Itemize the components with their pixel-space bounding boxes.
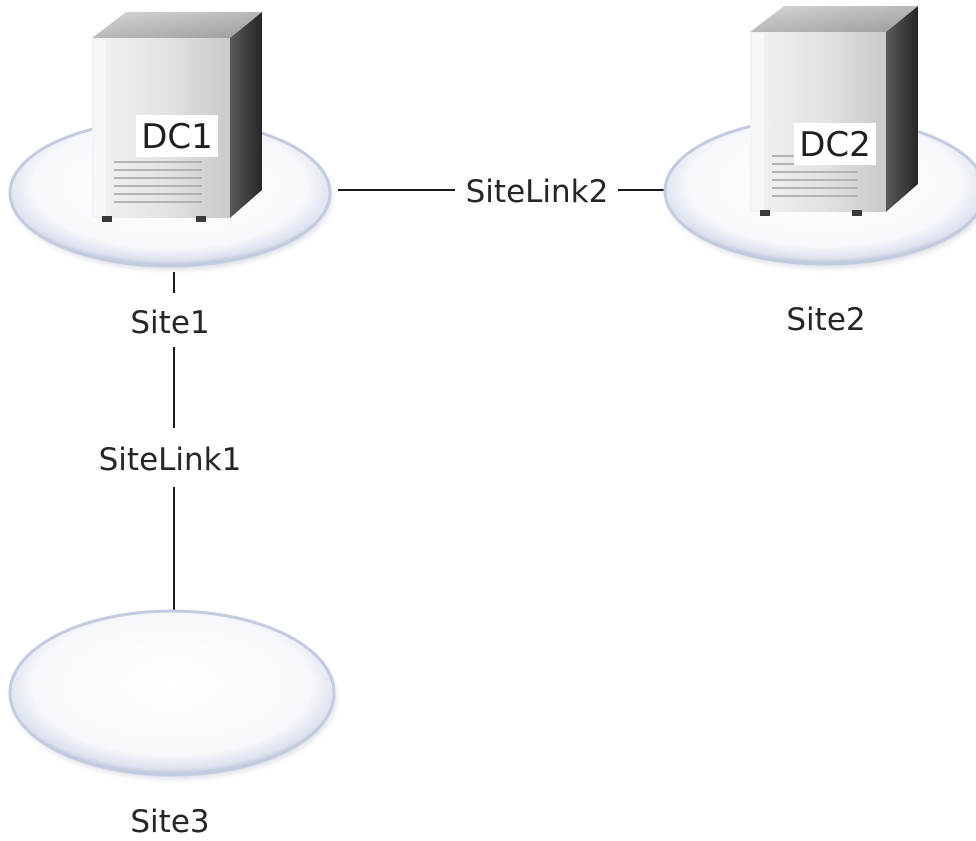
site1-label: Site1 [130,305,209,341]
site3-label: Site3 [130,804,209,840]
connector-lines [173,189,664,610]
site1-node: DC1 Site1 [8,12,332,341]
dc1-label: DC1 [141,117,213,157]
dc2-label: DC2 [799,125,871,165]
dc1-label-bg [136,115,218,157]
site3-node: Site3 [8,609,336,840]
sitelink1-label: SiteLink1 [99,442,242,478]
site2-node: DC2 Site2 [663,6,976,338]
site2-label: Site2 [786,302,865,338]
site3-ellipse [8,609,336,777]
sitelink2-label: SiteLink2 [466,174,609,210]
server-tower-icon [750,6,918,216]
dc2-label-bg [794,123,876,165]
